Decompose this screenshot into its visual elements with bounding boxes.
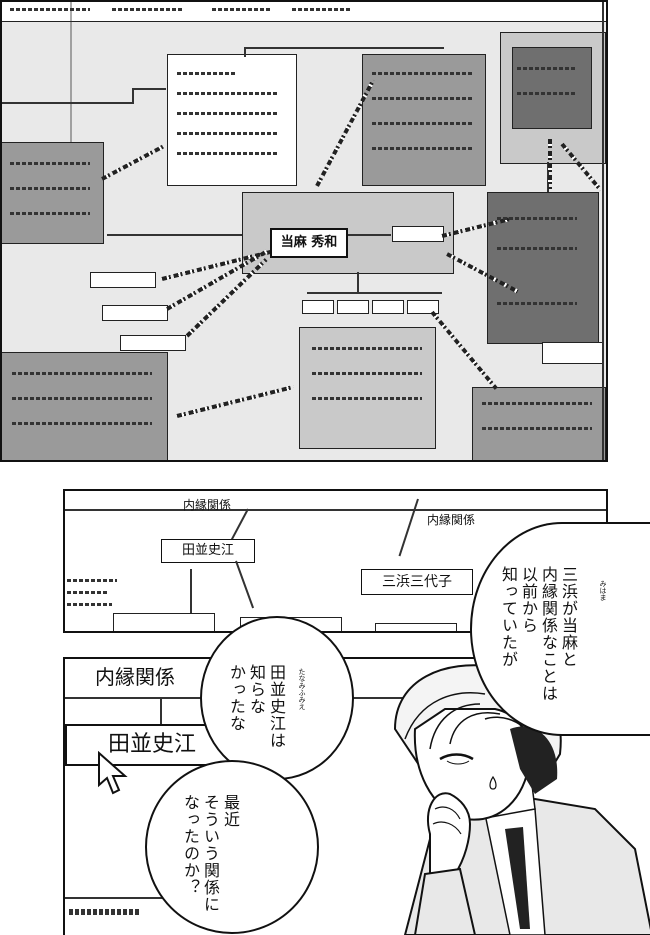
character-illustration <box>393 664 650 935</box>
connector-line <box>244 47 246 57</box>
scribble-text <box>10 162 90 165</box>
connector-line <box>235 560 255 609</box>
ruby-tanamifumie: たなみふみえ <box>298 668 306 710</box>
info-box <box>2 142 104 244</box>
connector-line <box>132 88 166 90</box>
speech-text-lower: 最近 そういう関係に なったのか？ <box>181 794 240 913</box>
small-tag <box>120 335 186 351</box>
scribble-text <box>67 603 112 606</box>
header-scribble <box>292 8 352 11</box>
info-box-inner <box>512 47 592 129</box>
center-person-name: 当麻 秀和 <box>270 228 348 258</box>
info-box <box>167 54 297 186</box>
scribble-text <box>69 909 139 915</box>
chart-header-line <box>65 509 606 511</box>
relation-label-left: 内縁関係 <box>183 498 232 512</box>
speech-bubble-middle <box>200 616 354 780</box>
chain-link <box>176 385 294 418</box>
scribble-text <box>177 72 237 75</box>
connector-line <box>398 498 419 557</box>
scribble-text <box>12 397 152 400</box>
scribble-text <box>177 92 277 95</box>
connector-line <box>107 234 242 236</box>
chart-header-strip <box>2 2 606 22</box>
speech-bubble-lower <box>145 760 319 934</box>
relation-label: 内縁関係 <box>95 665 175 689</box>
info-box <box>375 623 457 631</box>
connector-line <box>244 47 444 49</box>
small-tag <box>102 305 168 321</box>
info-box <box>472 387 606 460</box>
scribble-text <box>177 152 277 155</box>
connector-line <box>190 569 192 624</box>
scribble-text <box>372 122 472 125</box>
scribble-text <box>177 132 277 135</box>
scribble-text <box>372 147 472 150</box>
scribble-text <box>497 217 577 220</box>
connector-line <box>160 699 162 724</box>
name-box-tanami: 田並史江 <box>161 539 255 563</box>
small-tag <box>90 272 156 288</box>
scribble-text <box>497 247 577 250</box>
connector-line <box>307 292 442 294</box>
info-box <box>2 352 168 460</box>
scribble-text <box>312 372 422 375</box>
scribble-text <box>372 72 472 75</box>
chain-link <box>548 139 552 189</box>
name-box-mihama: 三浜三代子 <box>361 569 473 595</box>
scribble-text <box>12 372 152 375</box>
scribble-text <box>67 579 117 582</box>
small-tag <box>392 226 444 242</box>
scribble-text <box>10 212 90 215</box>
relation-label-right: 内縁関係 <box>427 513 476 527</box>
info-box <box>113 613 215 631</box>
scribble-text <box>517 92 577 95</box>
scribble-text <box>497 302 577 305</box>
mouse-cursor-icon <box>98 751 128 795</box>
chain-link <box>166 249 268 311</box>
connector-line <box>2 102 132 104</box>
relationship-chart-panel: 当麻 秀和 <box>0 0 608 462</box>
connector-line <box>70 2 72 142</box>
connector-line <box>547 162 549 192</box>
info-box <box>299 327 436 449</box>
scribble-text <box>67 591 107 594</box>
info-box <box>487 192 599 344</box>
scribble-text <box>372 97 472 100</box>
scribble-text <box>10 187 90 190</box>
header-scribble <box>10 8 90 11</box>
small-tag <box>372 300 404 314</box>
speech-text-right: 三浜が当麻と 内縁関係なことは 以前から 知っていたが <box>499 566 578 702</box>
speech-bubble-right <box>470 522 650 736</box>
scribble-text <box>517 67 577 70</box>
info-box-small <box>542 342 604 364</box>
connector-line <box>347 234 391 236</box>
scribble-text <box>177 112 277 115</box>
header-scribble <box>212 8 272 11</box>
chart-header-line <box>65 697 650 699</box>
speech-text-middle: 田並史江は 知らな かったな <box>227 664 286 749</box>
chain-link <box>101 144 165 181</box>
small-tag <box>407 300 439 314</box>
scribble-text <box>482 427 592 430</box>
connector-line <box>602 2 604 460</box>
scribble-text <box>482 402 592 405</box>
info-box <box>362 54 486 186</box>
scribble-text <box>312 347 422 350</box>
scribble-text <box>12 422 152 425</box>
scribble-text <box>312 397 422 400</box>
small-tag <box>337 300 369 314</box>
connector-line <box>65 897 185 899</box>
connector-line <box>132 88 134 104</box>
small-tag <box>302 300 334 314</box>
header-scribble <box>112 8 182 11</box>
connector-line <box>357 272 359 292</box>
ruby-mihama: みはま <box>599 580 607 601</box>
